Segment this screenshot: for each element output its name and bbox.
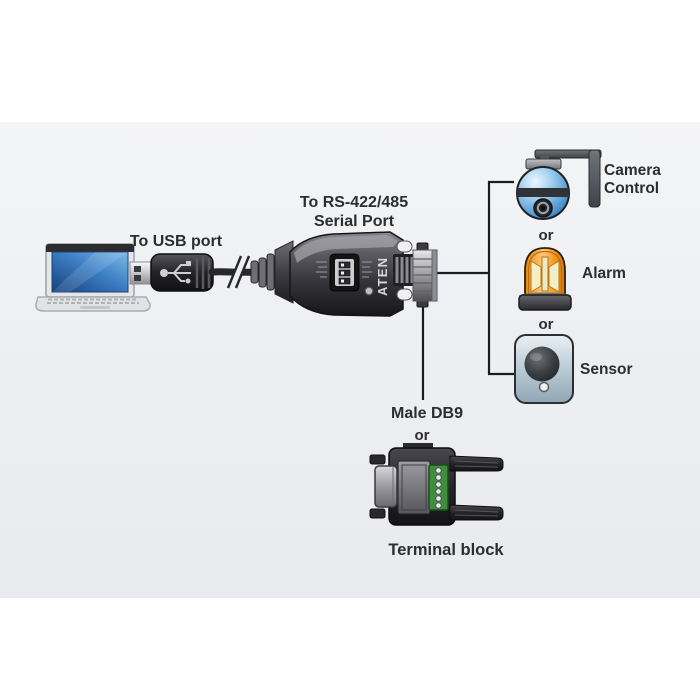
camera-control-label: Camera Control (604, 162, 661, 198)
terminal-block-icon (369, 443, 504, 526)
male-db9-label: Male DB9 (390, 405, 464, 422)
dome-camera-icon (516, 149, 602, 220)
background-band (0, 122, 700, 598)
serial-port-label: To RS-422/485 Serial Port (299, 194, 409, 230)
connector-lines (421, 180, 514, 400)
adapter-vents (393, 254, 416, 286)
or-separator-1: or (538, 227, 554, 244)
usb-port-label: To USB port (129, 233, 223, 250)
cable-break-icon (226, 255, 251, 289)
dip-switch (316, 253, 372, 292)
usb-connector-icon (129, 253, 214, 292)
terminal-block-label: Terminal block (388, 541, 504, 559)
dip-legend-marks (316, 261, 372, 278)
terminal-screws (435, 467, 442, 509)
usb-trident-icon (160, 264, 191, 282)
aten-logo: ATEN (375, 257, 390, 296)
strain-relief (250, 240, 294, 304)
usb-serial-adapter-icon: ATEN (250, 231, 438, 317)
or-separator-3: or (414, 427, 430, 444)
alarm-beacon-icon (518, 247, 572, 311)
sensor-icon (514, 334, 574, 404)
adapter-led (364, 286, 374, 296)
db9-connector (412, 242, 438, 308)
or-separator-2: or (538, 316, 554, 333)
laptop-icon (35, 243, 151, 312)
usb-cable (208, 255, 261, 289)
sensor-label: Sensor (580, 361, 633, 378)
alarm-label: Alarm (582, 265, 626, 282)
line-junction-bracket (487, 180, 514, 376)
